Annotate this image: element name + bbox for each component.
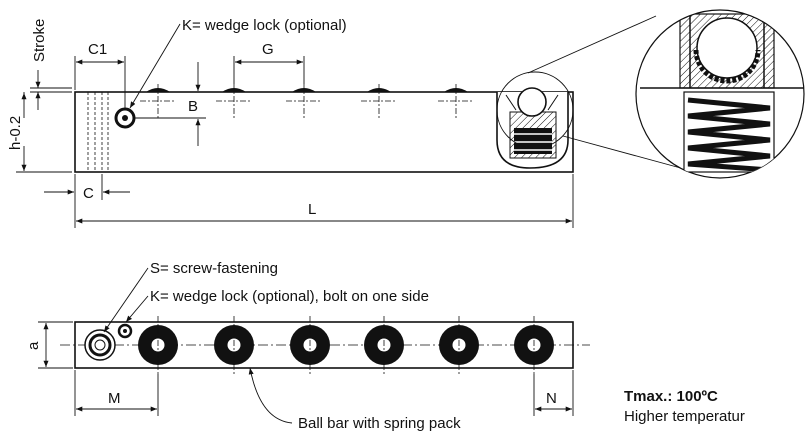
spring-pocket-section <box>496 87 569 169</box>
label-s: S= screw-fastening <box>150 260 278 277</box>
label-a: a <box>25 341 42 350</box>
side-view: Stroke h-0.2 C1 K= wedge lock (optional)… <box>7 9 805 228</box>
bar-body-side <box>74 91 574 173</box>
label-k-top: K= wedge lock (optional) <box>182 17 347 34</box>
label-h: h-0.2 <box>7 116 24 150</box>
label-l: L <box>308 201 316 218</box>
note-tmax: Tmax.: 100ºC <box>624 388 718 405</box>
label-g: G <box>262 41 274 58</box>
label-m: M <box>108 390 121 407</box>
detail-magnified <box>635 9 805 179</box>
note-higher-temp: Higher temperatur <box>624 408 745 425</box>
plan-view: S= screw-fastening K= wedge lock (option… <box>25 260 590 432</box>
label-stroke: Stroke <box>31 19 48 62</box>
label-k-bottom: K= wedge lock (optional), bolt on one si… <box>150 288 429 305</box>
label-c1: C1 <box>88 41 107 58</box>
label-c: C <box>83 185 94 202</box>
label-ball-bar: Ball bar with spring pack <box>298 415 461 432</box>
label-b: B <box>188 98 198 115</box>
label-n: N <box>546 390 557 407</box>
